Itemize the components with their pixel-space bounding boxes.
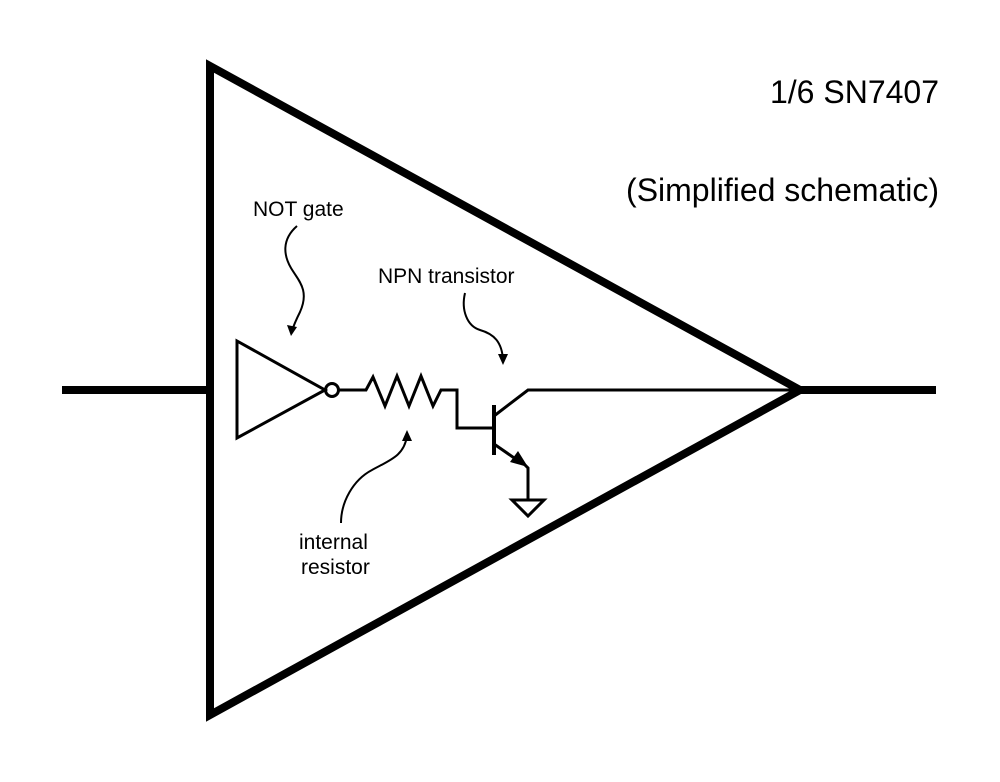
buffer-triangle	[206, 59, 809, 722]
internal-resistor-label-line1: internal	[299, 531, 368, 554]
ground-icon	[508, 498, 548, 519]
not-gate-pointer-arrow	[284, 225, 305, 336]
transistor-collector	[493, 388, 800, 418]
schematic-subtitle: (Simplified schematic)	[626, 172, 939, 208]
schematic-title: 1/6 SN7407	[770, 74, 939, 110]
not-gate-symbol	[235, 338, 329, 441]
resistor-pointer-arrow	[340, 430, 412, 524]
emitter-to-ground-wire	[522, 462, 530, 500]
transistor-pointer-arrow	[462, 292, 508, 365]
not-gate-label: NOT gate	[253, 198, 344, 221]
internal-resistor-label-line2: resistor	[301, 556, 370, 579]
emitter-arrow-icon	[510, 451, 528, 467]
internal-resistor	[338, 371, 493, 430]
npn-transistor-label: NPN transistor	[378, 265, 515, 288]
